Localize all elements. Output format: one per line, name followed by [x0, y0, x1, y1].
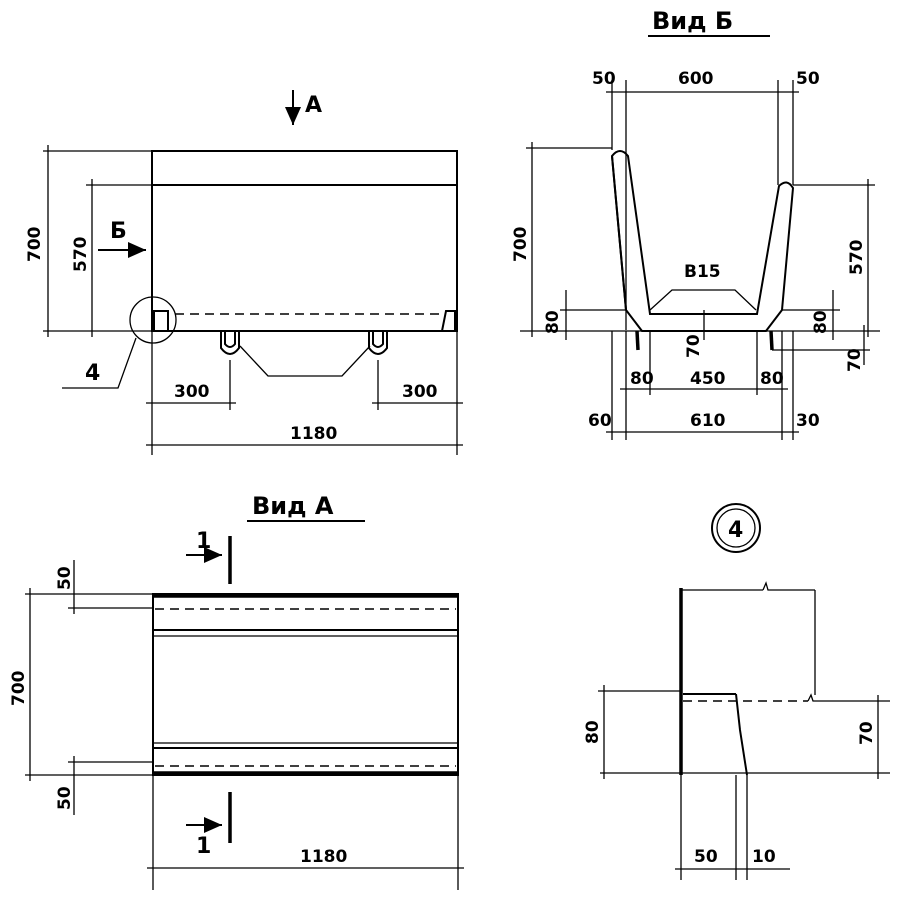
dim-bot-left-80-label: 80	[630, 369, 654, 389]
dim-bot-450-label: 450	[690, 369, 726, 389]
view-b-title: Вид Б	[652, 7, 733, 35]
dim-top-right-50-label: 50	[796, 69, 820, 89]
front-left-lifting-loop	[220, 331, 240, 355]
dim-d-10-label: 10	[752, 847, 776, 867]
detail-4-inner-circle	[716, 508, 756, 548]
dim-d-50-label: 50	[694, 847, 718, 867]
concrete-class-label: В15	[684, 262, 721, 282]
front-right-lifting-loop	[368, 331, 388, 355]
dim-a-50-bottom-label: 50	[55, 786, 75, 810]
dim-left-300-label: 300	[174, 382, 210, 402]
view-a-outline	[152, 593, 459, 776]
view-b-right-foot	[769, 330, 774, 351]
front-body-outline	[151, 150, 458, 332]
detail-4-callout-label: 4	[85, 361, 100, 386]
dim-d-80-label: 80	[583, 720, 603, 744]
dim-570-label: 570	[71, 236, 91, 272]
detail-4-callout-circle	[129, 296, 177, 344]
front-view: А Б 4 700 570 300 300 1180	[25, 90, 463, 455]
dim-b-80-left-label: 80	[543, 310, 563, 334]
detail-4-leader-line	[62, 337, 137, 389]
view-b-arrow-label: Б	[110, 219, 127, 244]
dim-b-70-bottom-label: 70	[684, 334, 704, 358]
detail-4-break-symbol-2	[807, 693, 890, 702]
front-left-foot	[153, 310, 169, 331]
dim-700-label: 700	[25, 226, 45, 262]
dim-bot-right-80-label: 80	[760, 369, 784, 389]
dim-top-600-label: 600	[678, 69, 714, 89]
dim-a-50-top-label: 50	[55, 566, 75, 590]
front-left-lifting-loop-inner	[224, 331, 236, 348]
view-a-title: Вид А	[252, 492, 334, 520]
front-right-lifting-loop-inner	[372, 331, 384, 348]
dim-b-80-right-label: 80	[811, 310, 831, 334]
detail-4-break-symbol	[762, 581, 815, 591]
dim-b-700-label: 700	[511, 226, 531, 262]
concrete-class-leader	[649, 289, 757, 311]
dim-d-70-label: 70	[857, 721, 877, 745]
view-a: Вид А 1 1 700 50 50 1180	[9, 492, 464, 890]
dim-b-570-label: 570	[847, 239, 867, 275]
front-right-foot	[441, 310, 456, 332]
dim-top-left-50-label: 50	[592, 69, 616, 89]
section-1-label-top: 1	[196, 529, 211, 554]
dim-right-300-label: 300	[402, 382, 438, 402]
detail-4-outer-circle	[711, 503, 761, 553]
front-sling-line	[239, 345, 371, 377]
detail-4-foot-slope	[735, 693, 748, 776]
view-b: Вид Б 50 600 50 700 80 570 80	[511, 7, 880, 440]
dim-a-700-label: 700	[9, 670, 29, 706]
detail-4-title: 4	[728, 518, 743, 543]
u-channel-outline	[610, 150, 795, 332]
view-a-arrow-label: А	[305, 93, 322, 118]
dim-base-right-30-label: 30	[796, 411, 820, 431]
dim-a-1180-label: 1180	[300, 847, 347, 867]
section-1-label-bottom: 1	[196, 834, 211, 859]
dim-b-70-right-label: 70	[845, 348, 865, 372]
dim-base-left-60-label: 60	[588, 411, 612, 431]
view-b-left-foot	[635, 330, 640, 351]
dim-1180-label: 1180	[290, 424, 337, 444]
detail-4: 4 80 70 50 10	[583, 503, 890, 880]
u-channel-left-outer-wall	[611, 155, 627, 311]
dim-base-610-label: 610	[690, 411, 726, 431]
